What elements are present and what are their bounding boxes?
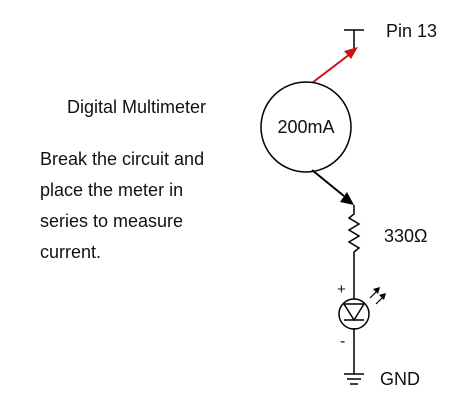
instruction-line: series to measure xyxy=(40,211,183,231)
instruction-line: place the meter in xyxy=(40,180,183,200)
black-probe-lead xyxy=(311,169,354,205)
led-plus-label: + xyxy=(337,281,346,298)
ground-icon xyxy=(344,373,364,385)
pin-13-label: Pin 13 xyxy=(386,21,437,41)
pin-13-terminal xyxy=(344,29,364,50)
multimeter-circle xyxy=(260,81,352,173)
light-emission-arrows-icon xyxy=(369,287,386,305)
meter-title: Digital Multimeter xyxy=(67,97,206,117)
resistor-label: 330Ω xyxy=(384,226,428,246)
instruction-line: current. xyxy=(40,242,101,262)
led-minus-label: - xyxy=(340,333,345,350)
meter-reading: 200mA xyxy=(277,117,334,137)
red-probe-lead xyxy=(307,47,358,87)
led-symbol xyxy=(338,284,370,374)
instruction-line: Break the circuit and xyxy=(40,149,204,169)
resistor-symbol xyxy=(347,205,361,284)
ground-label: GND xyxy=(380,369,420,389)
